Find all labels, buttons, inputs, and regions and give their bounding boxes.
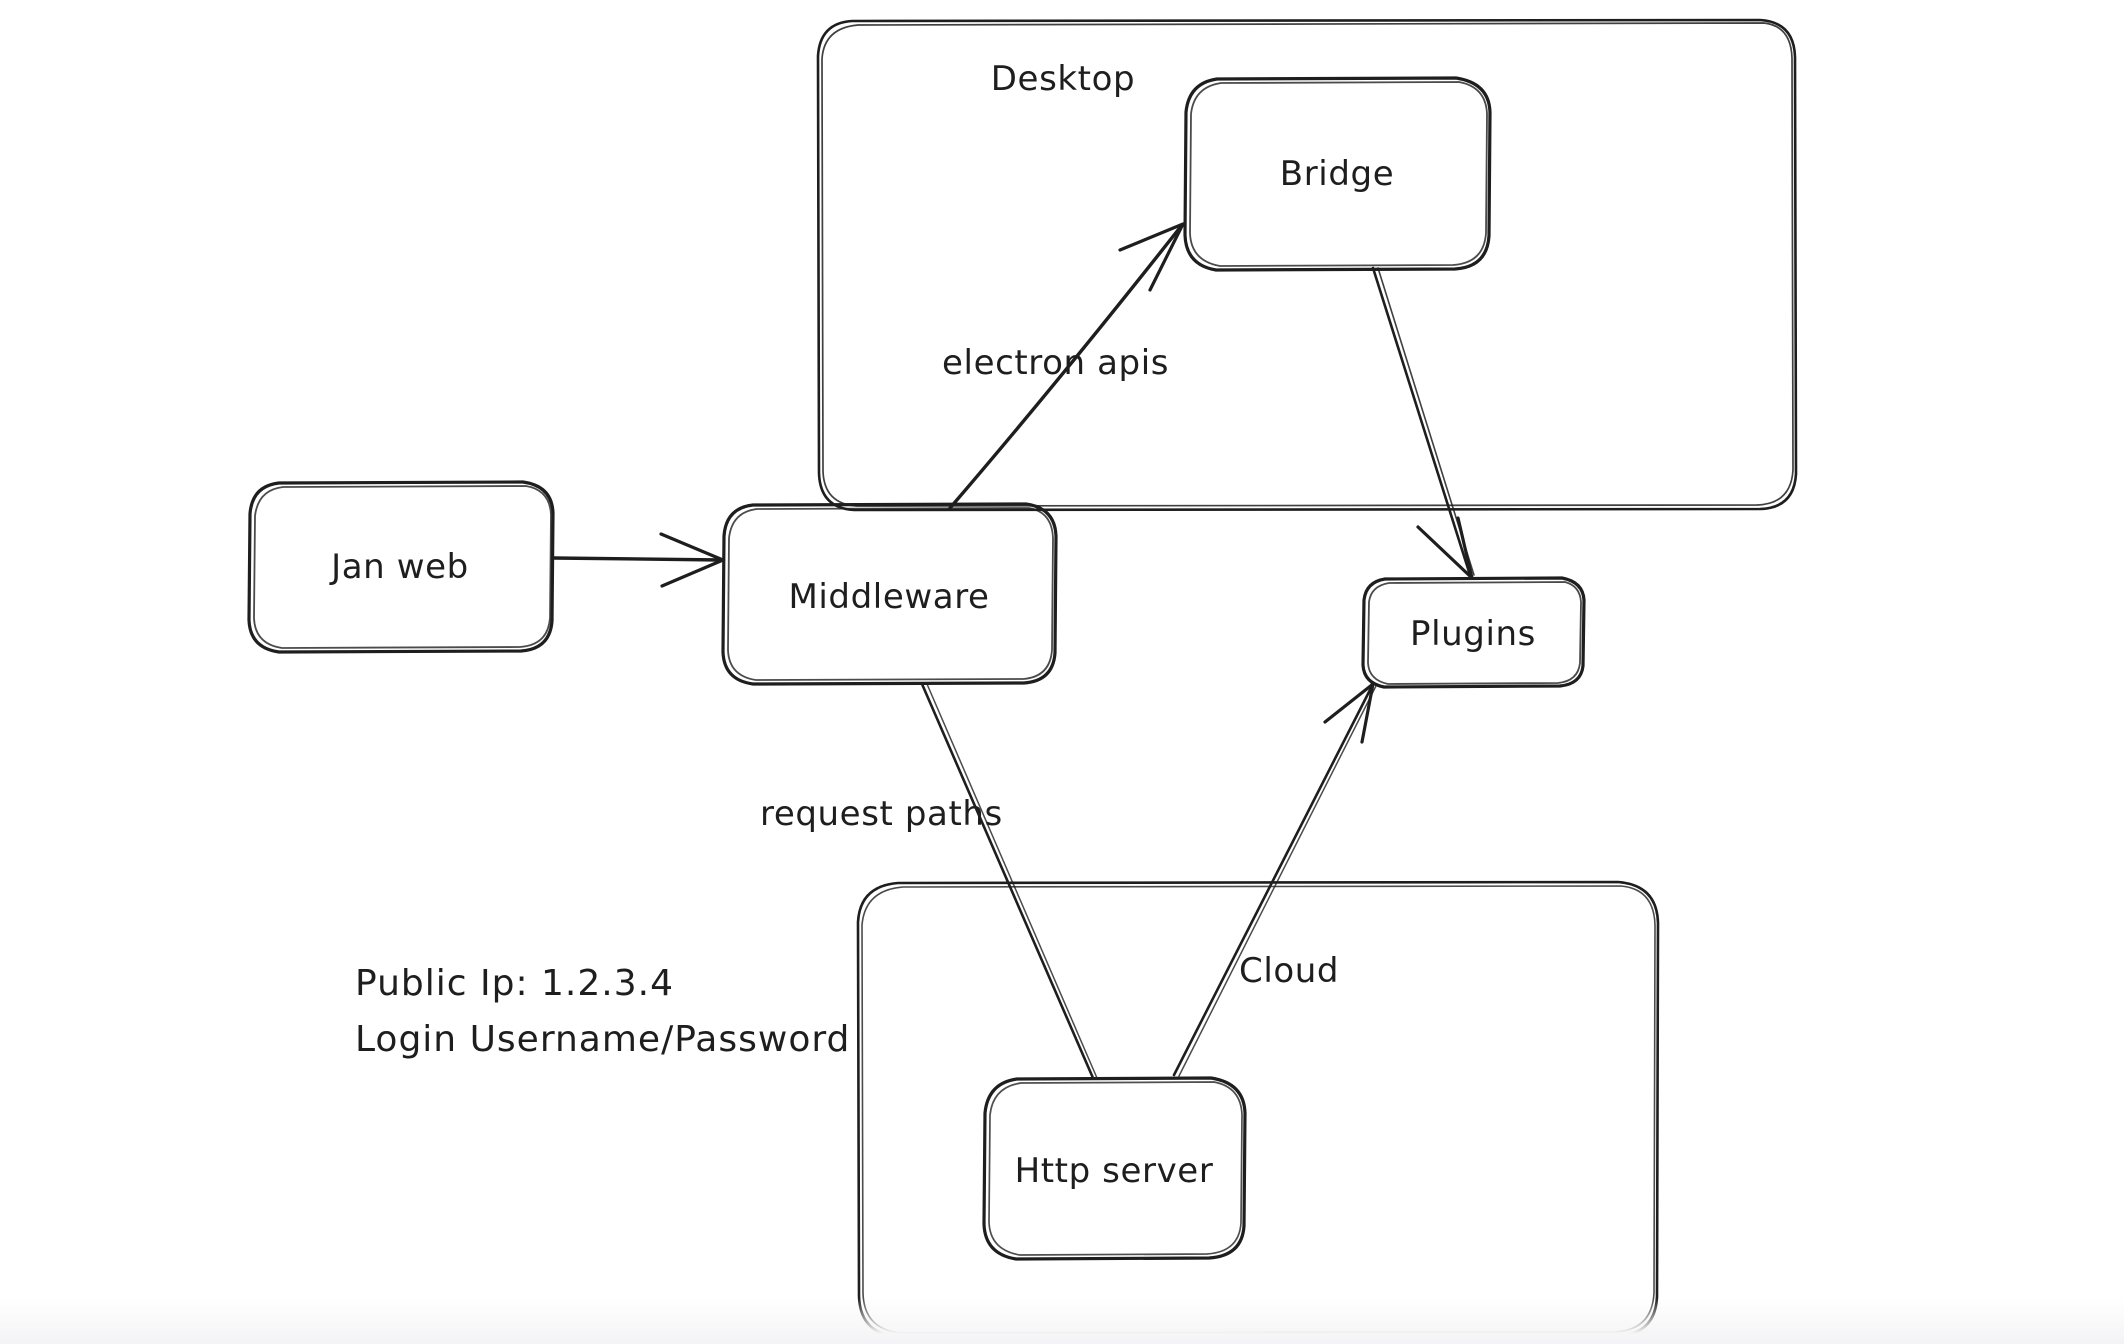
node-middleware[interactable]: Middleware: [721, 502, 1058, 686]
janweb-to-middleware-arrowhead: [659, 532, 725, 588]
plugins-label: Plugins: [1410, 614, 1536, 654]
middleware-to-bridge-arrowhead: [1118, 222, 1185, 292]
edge-label-electron-apis: electron apis: [942, 343, 1169, 383]
http-server-to-plugins-arrowhead: [1323, 682, 1375, 744]
edge-janweb-to-middleware[interactable]: [551, 532, 725, 588]
http-server-to-plugins-line-sketch: [1178, 685, 1377, 1077]
edge-middleware-to-http-server[interactable]: request paths: [760, 682, 1098, 1080]
http-server-to-plugins-line: [1172, 684, 1374, 1077]
bridge-label: Bridge: [1280, 154, 1394, 194]
janweb-to-middleware-line: [551, 556, 724, 562]
node-http-server[interactable]: Http server: [982, 1076, 1247, 1261]
node-jan-web[interactable]: Jan web: [247, 480, 555, 654]
bridge-box-outline-sketch: [1189, 81, 1488, 267]
edge-http-server-to-plugins[interactable]: Cloud: [1172, 682, 1377, 1077]
http-server-box-outline: [982, 1076, 1247, 1261]
desktop-container-outline: [816, 18, 1798, 512]
jan-web-label: Jan web: [329, 547, 469, 587]
desktop-container-label: Desktop: [991, 59, 1135, 99]
middleware-box-outline: [721, 502, 1058, 686]
bridge-to-plugins-line: [1371, 266, 1472, 577]
jan-web-box-outline: [247, 480, 555, 654]
container-desktop[interactable]: Desktop: [816, 18, 1798, 512]
edge-middleware-to-bridge[interactable]: electron apis: [942, 222, 1185, 510]
edge-label-request-paths: request paths: [760, 794, 1003, 834]
node-bridge[interactable]: Bridge: [1183, 76, 1492, 272]
node-plugins[interactable]: Plugins: [1361, 576, 1586, 689]
note-public-ip: Public Ip: 1.2.3.4 Login Username/Passwo…: [355, 963, 850, 1060]
bridge-box-outline: [1183, 76, 1492, 272]
plugins-box-outline-sketch: [1367, 581, 1582, 685]
middleware-box-outline-sketch: [727, 507, 1054, 681]
http-server-label: Http server: [1015, 1151, 1214, 1191]
middleware-label: Middleware: [788, 577, 989, 617]
note-line-public-ip: Public Ip: 1.2.3.4: [355, 963, 674, 1004]
middleware-to-bridge-line: [948, 223, 1184, 510]
plugins-box-outline: [1361, 576, 1586, 689]
bridge-to-plugins-arrowhead: [1416, 516, 1474, 580]
note-line-login: Login Username/Password: [355, 1019, 850, 1060]
middleware-to-http-server-line-sketch: [926, 683, 1098, 1079]
middleware-to-http-server-line: [920, 682, 1095, 1080]
http-server-box-outline-sketch: [988, 1081, 1243, 1256]
jan-web-box-outline-sketch: [253, 485, 552, 649]
edge-bridge-to-plugins[interactable]: [1371, 266, 1475, 580]
edge-label-cloud: Cloud: [1239, 951, 1339, 991]
desktop-container-outline-sketch: [821, 22, 1794, 507]
